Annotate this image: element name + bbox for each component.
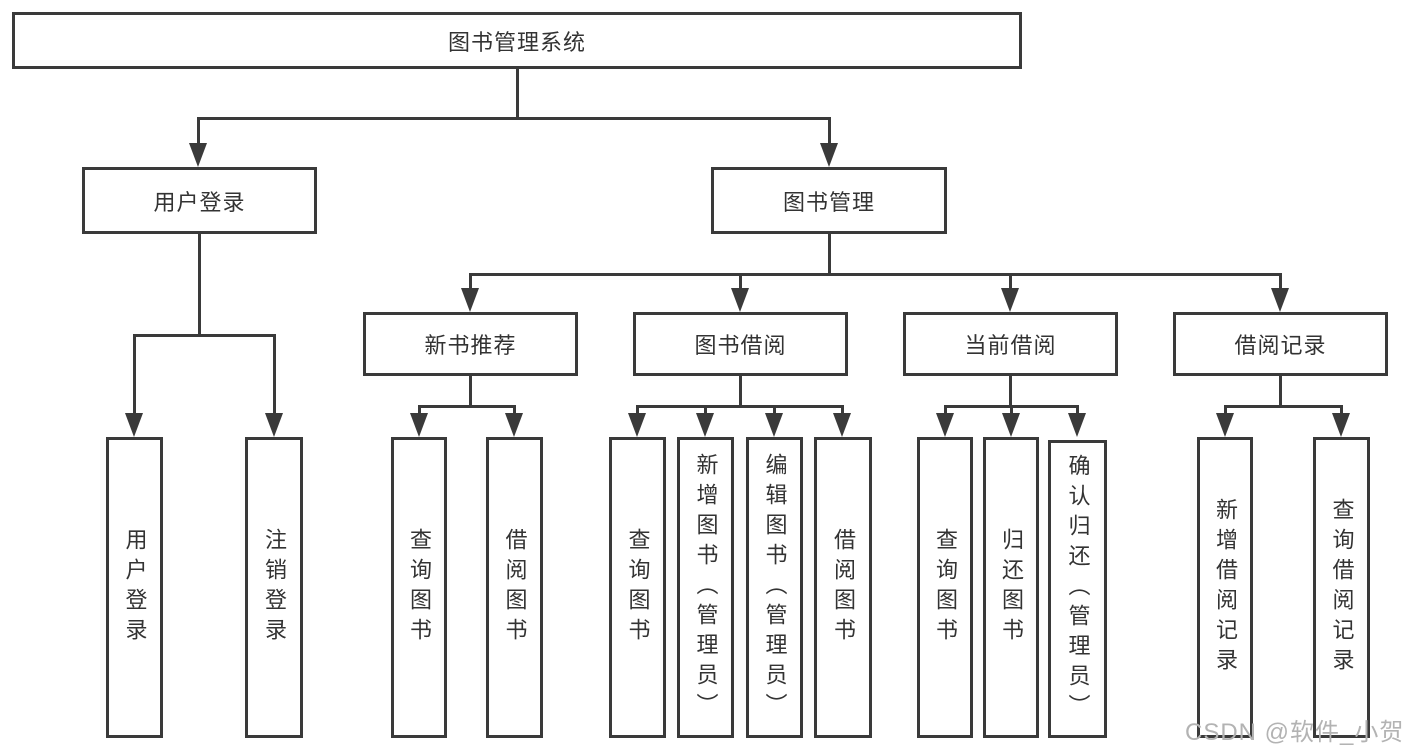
node-root-label: 图书管理系统 xyxy=(447,29,586,55)
leaf-br-add-record: 新增借阅记录 xyxy=(1197,437,1253,738)
connector-line xyxy=(469,273,472,291)
connector-line xyxy=(841,405,844,417)
arrow-down-icon xyxy=(696,413,714,437)
leaf-cb-return-books: 归还图书 xyxy=(983,437,1039,738)
node-user-login-label: 用户登录 xyxy=(153,189,246,215)
leaf-br-query-record: 查询借阅记录 xyxy=(1313,437,1370,738)
node-book-management-label: 图书管理 xyxy=(782,189,875,215)
arrow-down-icon xyxy=(765,413,783,437)
node-root: 图书管理系统 xyxy=(12,12,1022,69)
connector-line xyxy=(516,68,519,119)
arrow-down-icon xyxy=(1002,413,1020,437)
leaf-cb-query-books-label: 查询图书 xyxy=(933,527,958,648)
leaf-logout: 注销登录 xyxy=(245,437,303,738)
leaf-bb-query-books: 查询图书 xyxy=(609,437,666,738)
connector-line xyxy=(1340,405,1343,417)
connector-line xyxy=(739,376,742,407)
node-new-book-recommend: 新书推荐 xyxy=(363,312,578,376)
arrow-down-icon xyxy=(1001,288,1019,312)
leaf-cb-confirm-return-label: 确认归还（管理员） xyxy=(1065,454,1091,724)
arrow-down-icon xyxy=(820,143,838,167)
connector-line xyxy=(133,334,276,337)
leaf-user-login-label: 用户登录 xyxy=(122,527,148,648)
arrow-down-icon xyxy=(125,413,143,437)
node-book-borrow: 图书借阅 xyxy=(633,312,848,376)
connector-line xyxy=(739,273,742,291)
connector-line xyxy=(469,273,1281,276)
connector-line xyxy=(1009,273,1012,291)
connector-line xyxy=(198,117,831,120)
leaf-bb-add-books: 新增图书（管理员） xyxy=(677,437,734,738)
connector-line xyxy=(636,405,639,417)
arrow-down-icon xyxy=(265,413,283,437)
node-current-borrow: 当前借阅 xyxy=(903,312,1118,376)
node-user-login: 用户登录 xyxy=(82,167,317,234)
node-borrow-records-label: 借阅记录 xyxy=(1234,333,1327,358)
connector-line xyxy=(704,405,707,417)
connector-line xyxy=(1009,376,1012,407)
connector-line xyxy=(1279,273,1282,291)
connector-line xyxy=(513,405,516,417)
arrow-down-icon xyxy=(936,413,954,437)
leaf-br-add-record-label: 新增借阅记录 xyxy=(1213,497,1238,678)
leaf-bb-add-books-label: 新增图书（管理员） xyxy=(693,452,719,723)
connector-line xyxy=(1224,405,1343,408)
arrow-down-icon xyxy=(1332,413,1350,437)
leaf-rec-query-books-label: 查询图书 xyxy=(407,527,432,648)
connector-line xyxy=(273,334,276,416)
connector-line xyxy=(1279,376,1282,407)
arrow-down-icon xyxy=(505,413,523,437)
arrow-down-icon xyxy=(410,413,428,437)
connector-line xyxy=(1224,405,1227,417)
connector-line xyxy=(773,405,776,417)
connector-line xyxy=(1076,405,1079,417)
connector-line xyxy=(418,405,516,408)
leaf-cb-confirm-return: 确认归还（管理员） xyxy=(1048,440,1107,738)
connector-line xyxy=(198,233,201,336)
arrow-down-icon xyxy=(461,288,479,312)
leaf-bb-edit-books: 编辑图书（管理员） xyxy=(746,437,803,738)
connector-line xyxy=(828,117,831,147)
connector-line xyxy=(1010,405,1013,417)
leaf-cb-return-books-label: 归还图书 xyxy=(999,527,1024,648)
leaf-bb-borrow-books-label: 借阅图书 xyxy=(831,527,856,648)
leaf-br-query-record-label: 查询借阅记录 xyxy=(1329,497,1355,678)
leaf-logout-label: 注销登录 xyxy=(262,527,287,648)
node-borrow-records: 借阅记录 xyxy=(1173,312,1388,376)
connector-line xyxy=(418,405,421,417)
leaf-user-login: 用户登录 xyxy=(106,437,163,738)
arrow-down-icon xyxy=(1216,413,1234,437)
leaf-bb-edit-books-label: 编辑图书（管理员） xyxy=(762,452,788,723)
connector-line xyxy=(197,117,200,147)
csdn-watermark: CSDN @软件_小贺同学 xyxy=(1185,719,1405,746)
node-new-book-recommend-label: 新书推荐 xyxy=(424,333,517,358)
connector-line xyxy=(828,233,831,275)
connector-line xyxy=(469,376,472,407)
connector-line xyxy=(636,405,844,408)
connector-line xyxy=(944,405,947,417)
leaf-rec-query-books: 查询图书 xyxy=(391,437,447,738)
arrow-down-icon xyxy=(628,413,646,437)
arrow-down-icon xyxy=(189,143,207,167)
leaf-rec-borrow-books: 借阅图书 xyxy=(486,437,543,738)
leaf-bb-query-books-label: 查询图书 xyxy=(625,527,651,648)
leaf-cb-query-books: 查询图书 xyxy=(917,437,973,738)
arrow-down-icon xyxy=(1068,413,1086,437)
leaf-bb-borrow-books: 借阅图书 xyxy=(814,437,872,738)
leaf-rec-borrow-books-label: 借阅图书 xyxy=(502,527,528,648)
arrow-down-icon xyxy=(1271,288,1289,312)
connector-line xyxy=(133,334,136,416)
arrow-down-icon xyxy=(731,288,749,312)
arrow-down-icon xyxy=(833,413,851,437)
node-book-borrow-label: 图书借阅 xyxy=(694,333,787,358)
node-book-management: 图书管理 xyxy=(711,167,947,234)
node-current-borrow-label: 当前借阅 xyxy=(964,333,1057,358)
